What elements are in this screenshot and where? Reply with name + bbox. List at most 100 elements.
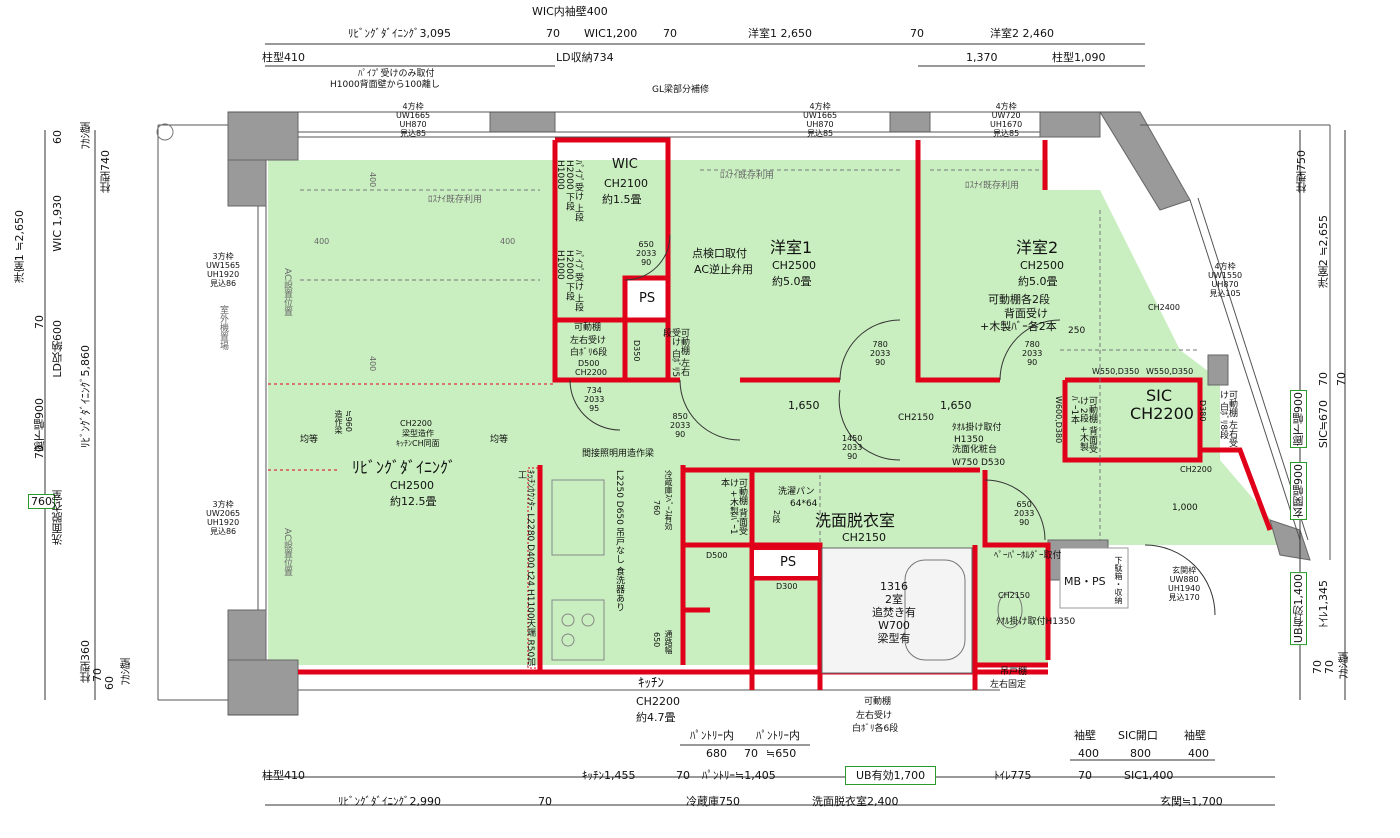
dim-400: 400 [314, 237, 330, 246]
beam-note: 梁型造作 [402, 429, 434, 438]
dim-960: ≒960 [344, 410, 353, 432]
dim-1650: 1,650 [940, 399, 972, 412]
ac-position: AC設置位置 [282, 268, 292, 317]
room-yo2-size: 約5.0畳 [1018, 275, 1058, 288]
back-recv: 背面受け [1004, 307, 1048, 320]
room-wic-ch: CH2100 [604, 177, 648, 190]
dim-70: 70 [1317, 372, 1330, 386]
dim-70: 70 [1311, 660, 1324, 674]
room-kitchen-name: ｷｯﾁﾝ [638, 676, 664, 691]
ch-note: CH2200 [575, 368, 607, 377]
inspect-note: 点検口取付 [692, 247, 747, 260]
dim-1650: 1,650 [788, 399, 820, 412]
room-yo1-size: 約5.0畳 [772, 275, 812, 288]
dim-70: 70 [33, 445, 46, 459]
shelf-note: 左右受け [570, 336, 607, 346]
dim-70: 70 [1335, 372, 1348, 386]
room-yo2-name: 洋室2 [1016, 238, 1059, 257]
washer-size: 64*64 [790, 499, 818, 509]
rosui-note: ﾛｽﾅｲ既存利用 [720, 171, 775, 181]
room-ld-ch: CH2500 [390, 479, 434, 492]
room-fill [268, 160, 1280, 665]
mbps-label: MB・PS [1064, 575, 1106, 588]
genkan-width-b: 玄関≒1,700 [1160, 795, 1223, 808]
room-yo1-ch: CH2500 [772, 259, 816, 272]
fridge-space-note: 冷蔵庫ｽﾍﾟｰｽ有効 [664, 470, 673, 530]
mbps-box [1059, 547, 1129, 609]
column-360: 柱型360 [79, 640, 92, 683]
dim-lines [44, 43, 1346, 806]
indirect-light-beam: 間接照明用造作梁 [582, 449, 655, 459]
dim-800: 800 [1130, 747, 1151, 760]
yo2-depth-dim: 洋室2 ≒2,655 [1317, 215, 1330, 289]
w550-note: W550,D350 [1146, 367, 1194, 376]
pipe-receiver-note: ﾊﾟｲﾌﾟ受け 上段H2000 下段H1000 [555, 250, 583, 312]
kintou-note: 均等 [300, 435, 319, 445]
fukashi-wall-2: ﾌｶｼ壁 [119, 658, 132, 686]
room-kitchen-ch: CH2200 [636, 695, 680, 708]
dim-1000: 1,000 [1172, 503, 1198, 513]
passage-note: 通路幅 [664, 630, 673, 654]
shelf-note: 左右受け [856, 711, 893, 721]
room-senmen-name: 洗面脱衣室 [815, 511, 896, 530]
kitchen-sink [551, 479, 605, 556]
toilet-depth: ﾄｲﾚ1,345 [1317, 580, 1330, 628]
kitchen-width: ｷｯﾁﾝ1,455 [582, 769, 636, 782]
counter-hatch [527, 467, 541, 669]
dim-70: 70 [744, 747, 758, 760]
depth-d300: D300 [776, 582, 798, 591]
fukashi-wall: ﾌｶｼ壁 [79, 122, 92, 150]
fridge-width: 冷蔵庫750 [686, 795, 740, 808]
dim-400: 400 [368, 356, 377, 372]
dim-400: 400 [368, 172, 377, 188]
ld-storage-dim: LD収納734 [556, 51, 614, 64]
ub-width: UB有効1,700 [845, 766, 937, 785]
dim-250: 250 [1068, 326, 1086, 336]
towel-height: H1350 [954, 435, 984, 445]
senmen-dim: 洗面脱衣室 [51, 490, 64, 545]
sic-shelf-note: 可動棚 背面受け 2段 +木製ﾊﾞｰ1本 [1069, 396, 1097, 453]
ub-depth: UB有効1,400 [1290, 572, 1307, 646]
dim-70: 70 [538, 795, 552, 808]
fukashi-wall-r: ﾌｶｼ壁 [1337, 652, 1350, 680]
wood-bar: +木製ﾊﾞｰ各2本 [980, 320, 1057, 333]
vanity-size: W750 D530 [952, 458, 1006, 468]
shelf-note: 可動棚 背面受け +木製ﾊﾞｰ1本 [719, 478, 747, 535]
corridor-900: 廊下幅900 [33, 398, 46, 452]
kitchen-same: ｷｯﾁﾝCH同面 [396, 439, 440, 448]
depth-note: D500 [578, 359, 600, 368]
vanity-note: 洗面化粧台 [952, 445, 998, 455]
hanging-fixed: 左右固定 [990, 680, 1027, 690]
two-stage: 2段 [772, 510, 781, 524]
shoebox-note: 下駄箱・収納 [1114, 556, 1123, 604]
ps-label-2: PS [780, 555, 797, 570]
room-senmen-ch: CH2150 [842, 531, 886, 544]
hanging-cabinet: 吊戸棚 [1000, 667, 1028, 677]
ld-width-dim: ﾘﾋﾞﾝｸﾞﾀﾞｲﾆﾝｸﾞ3,095 [348, 27, 451, 40]
stove [551, 599, 605, 661]
wic-width-dim: WIC1,200 [584, 27, 638, 40]
room-kitchen-size: 約4.7畳 [636, 711, 676, 724]
pipe-receiver-note: ﾊﾟｲﾌﾟ受け 上段H2000 下段H1000 [555, 160, 583, 222]
column-dim: 柱型410 [262, 51, 305, 64]
column-740: 柱型740 [99, 150, 112, 193]
dim-70: 70 [676, 769, 690, 782]
kitchen-counter-note: ｷｯﾁﾝｶｳﾝﾀｰ L2280 D400 t24 H1100天端 R50加工 [516, 470, 535, 667]
sic-width: SIC1,400 [1124, 769, 1174, 782]
column-750: 柱型750 [1295, 150, 1308, 193]
yo1-depth-dim: 洋室1 ≒2,650 [13, 210, 26, 284]
room-sic-name: SIC [1146, 386, 1173, 405]
dim-70: 70 [1078, 769, 1092, 782]
shelf-note: 可動棚各2段 [988, 293, 1050, 306]
